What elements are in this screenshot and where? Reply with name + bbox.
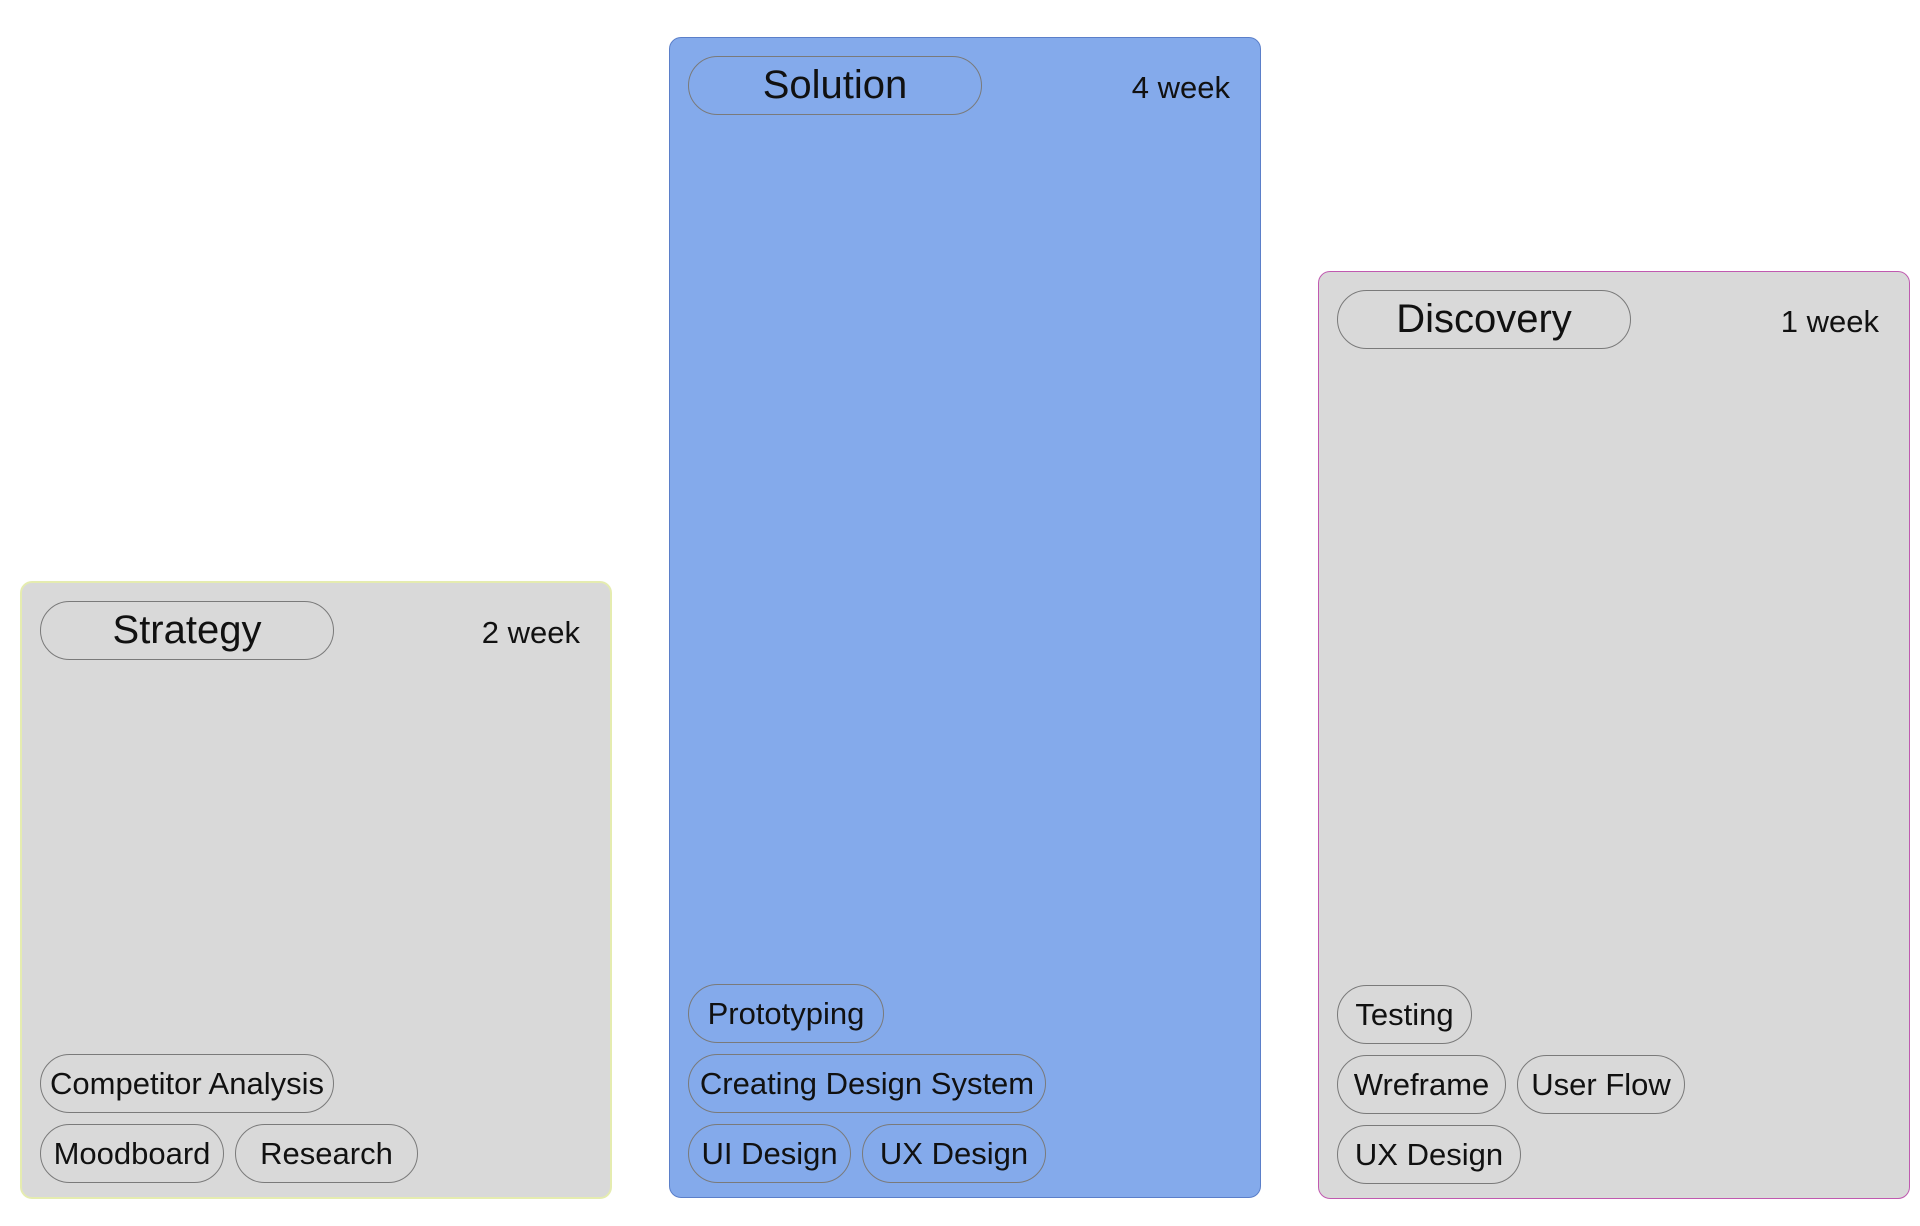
task-tag-list: Competitor Analysis Moodboard Research (40, 1054, 418, 1183)
phase-title-pill: Strategy (40, 601, 334, 660)
tag-row: Testing (1337, 985, 1685, 1044)
phase-card-discovery: Discovery 1 week Testing Wreframe User F… (1318, 271, 1910, 1199)
task-tag: Creating Design System (688, 1054, 1046, 1113)
task-tag: Prototyping (688, 984, 884, 1043)
tag-row: Prototyping (688, 984, 1046, 1043)
phase-duration: 1 week (1780, 304, 1879, 339)
tag-row: Moodboard Research (40, 1124, 418, 1183)
task-tag-list: Testing Wreframe User Flow UX Design (1337, 985, 1685, 1184)
task-tag-list: Prototyping Creating Design System UI De… (688, 984, 1046, 1183)
task-tag: Wreframe (1337, 1055, 1506, 1114)
task-tag: Competitor Analysis (40, 1054, 334, 1113)
phase-title-pill: Discovery (1337, 290, 1631, 349)
task-tag: UX Design (1337, 1125, 1521, 1184)
phase-card-solution: Solution 4 week Prototyping Creating Des… (669, 37, 1261, 1198)
task-tag: Research (235, 1124, 418, 1183)
tag-row: UX Design (1337, 1125, 1685, 1184)
task-tag: Moodboard (40, 1124, 224, 1183)
task-tag: User Flow (1517, 1055, 1685, 1114)
task-tag: Testing (1337, 985, 1472, 1044)
task-tag: UX Design (862, 1124, 1046, 1183)
tag-row: Wreframe User Flow (1337, 1055, 1685, 1114)
phase-title-pill: Solution (688, 56, 982, 115)
tag-row: Creating Design System (688, 1054, 1046, 1113)
phase-duration: 4 week (1131, 70, 1230, 105)
tag-row: UI Design UX Design (688, 1124, 1046, 1183)
phase-duration: 2 week (481, 615, 580, 650)
phase-card-strategy: Strategy 2 week Competitor Analysis Mood… (20, 581, 612, 1199)
tag-row: Competitor Analysis (40, 1054, 418, 1113)
task-tag: UI Design (688, 1124, 851, 1183)
